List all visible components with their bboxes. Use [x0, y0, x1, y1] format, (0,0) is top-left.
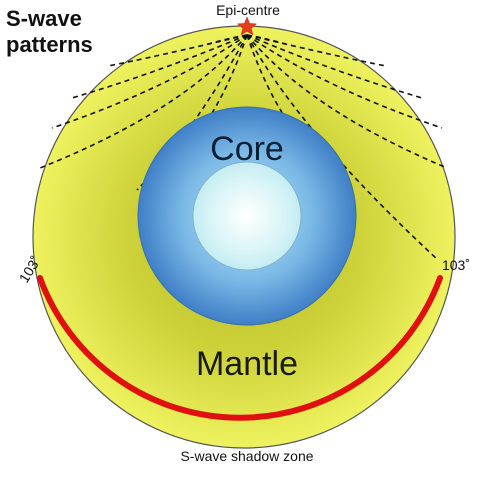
core-label: Core — [210, 130, 284, 168]
inner-core-shape — [192, 161, 302, 271]
wave-path — [246, 34, 423, 99]
epicentre-star-icon — [236, 16, 258, 36]
wave-path — [39, 34, 248, 169]
mantle-label: Mantle — [196, 345, 298, 383]
shadow-zone-arc — [37, 275, 443, 421]
wave-path — [246, 34, 387, 67]
epicentre-label: Epi-centre — [216, 2, 280, 18]
wave-path — [71, 34, 248, 99]
wave-path — [51, 34, 248, 129]
wave-path — [107, 34, 248, 67]
shadow-zone-label: S-wave shadow zone — [180, 448, 313, 464]
wave-path — [246, 34, 443, 129]
angle-right-label: 103˚ — [442, 257, 470, 273]
diagram-title: S-wave patterns — [6, 6, 93, 57]
